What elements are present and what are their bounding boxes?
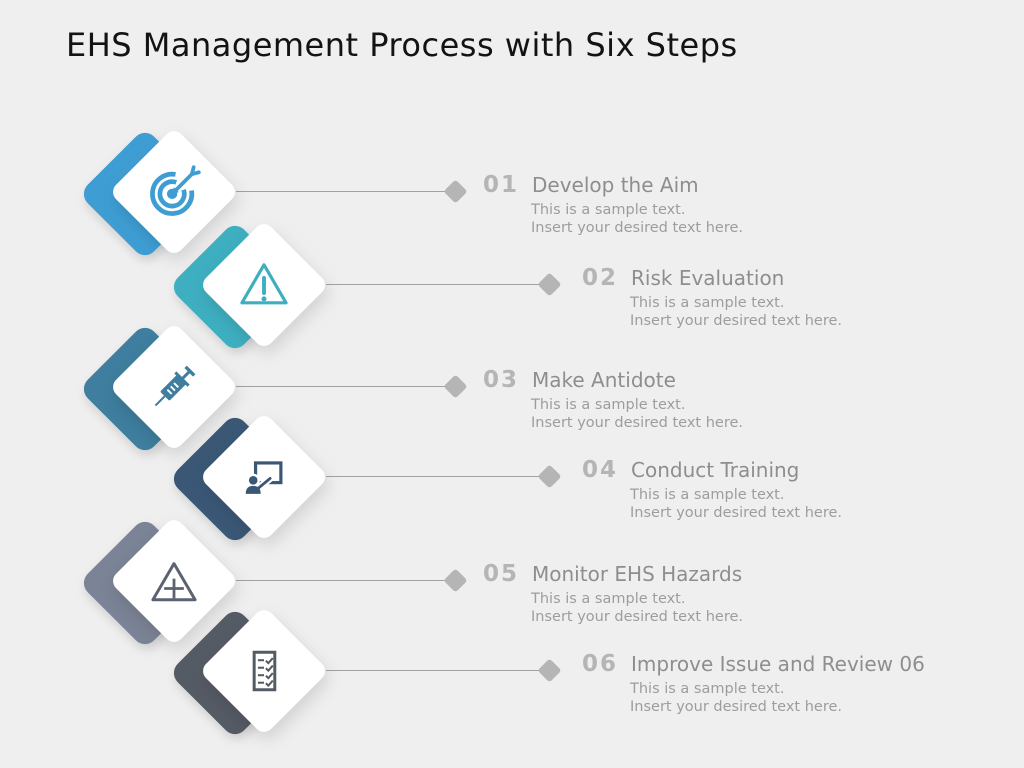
step-number: 04 (582, 457, 619, 483)
presentation-trainer-icon (218, 431, 310, 523)
step-number: 06 (582, 651, 619, 677)
step-title: Make Antidote (532, 368, 676, 392)
step-diamond (198, 411, 330, 543)
checklist-icon (218, 625, 310, 717)
connector-line (236, 386, 448, 387)
connector-dot (537, 658, 562, 683)
step-title: Develop the Aim (532, 173, 699, 197)
step-text-block: 06 Improve Issue and Review 06 This is a… (582, 651, 925, 716)
step-title: Conduct Training (631, 458, 800, 482)
step-diamond (108, 515, 240, 647)
target-arrow-icon (128, 146, 220, 238)
step-diamond (108, 321, 240, 453)
step-description: This is a sample text. Insert your desir… (630, 295, 843, 329)
step-title: Monitor EHS Hazards (532, 562, 743, 586)
step-number: 02 (582, 265, 619, 291)
step-description: This is a sample text. Insert your desir… (630, 681, 843, 715)
step-diamond (108, 126, 240, 258)
step-description: This is a sample text. Insert your desir… (531, 202, 744, 236)
step-text-block: 04 Conduct Training This is a sample tex… (582, 457, 842, 522)
syringe-icon (128, 341, 220, 433)
step-text-block: 02 Risk Evaluation This is a sample text… (582, 265, 842, 330)
connector-line (326, 284, 542, 285)
step-number: 01 (483, 172, 520, 198)
warning-triangle-icon (218, 239, 310, 331)
connector-line (326, 476, 542, 477)
step-description: This is a sample text. Insert your desir… (531, 397, 744, 431)
step-number: 05 (483, 561, 520, 587)
connector-line (236, 580, 448, 581)
connector-line (326, 670, 542, 671)
step-number: 03 (483, 367, 520, 393)
step-diamond (198, 219, 330, 351)
page-title: EHS Management Process with Six Steps (66, 26, 738, 64)
step-title: Improve Issue and Review 06 (631, 652, 925, 676)
connector-line (236, 191, 448, 192)
step-diamond (198, 605, 330, 737)
step-text-block: 05 Monitor EHS Hazards This is a sample … (483, 561, 743, 626)
step-description: This is a sample text. Insert your desir… (531, 591, 744, 625)
hazard-plus-triangle-icon (128, 535, 220, 627)
step-description: This is a sample text. Insert your desir… (630, 487, 843, 521)
step-text-block: 03 Make Antidote This is a sample text. … (483, 367, 743, 432)
step-title: Risk Evaluation (631, 266, 785, 290)
step-text-block: 01 Develop the Aim This is a sample text… (483, 172, 743, 237)
